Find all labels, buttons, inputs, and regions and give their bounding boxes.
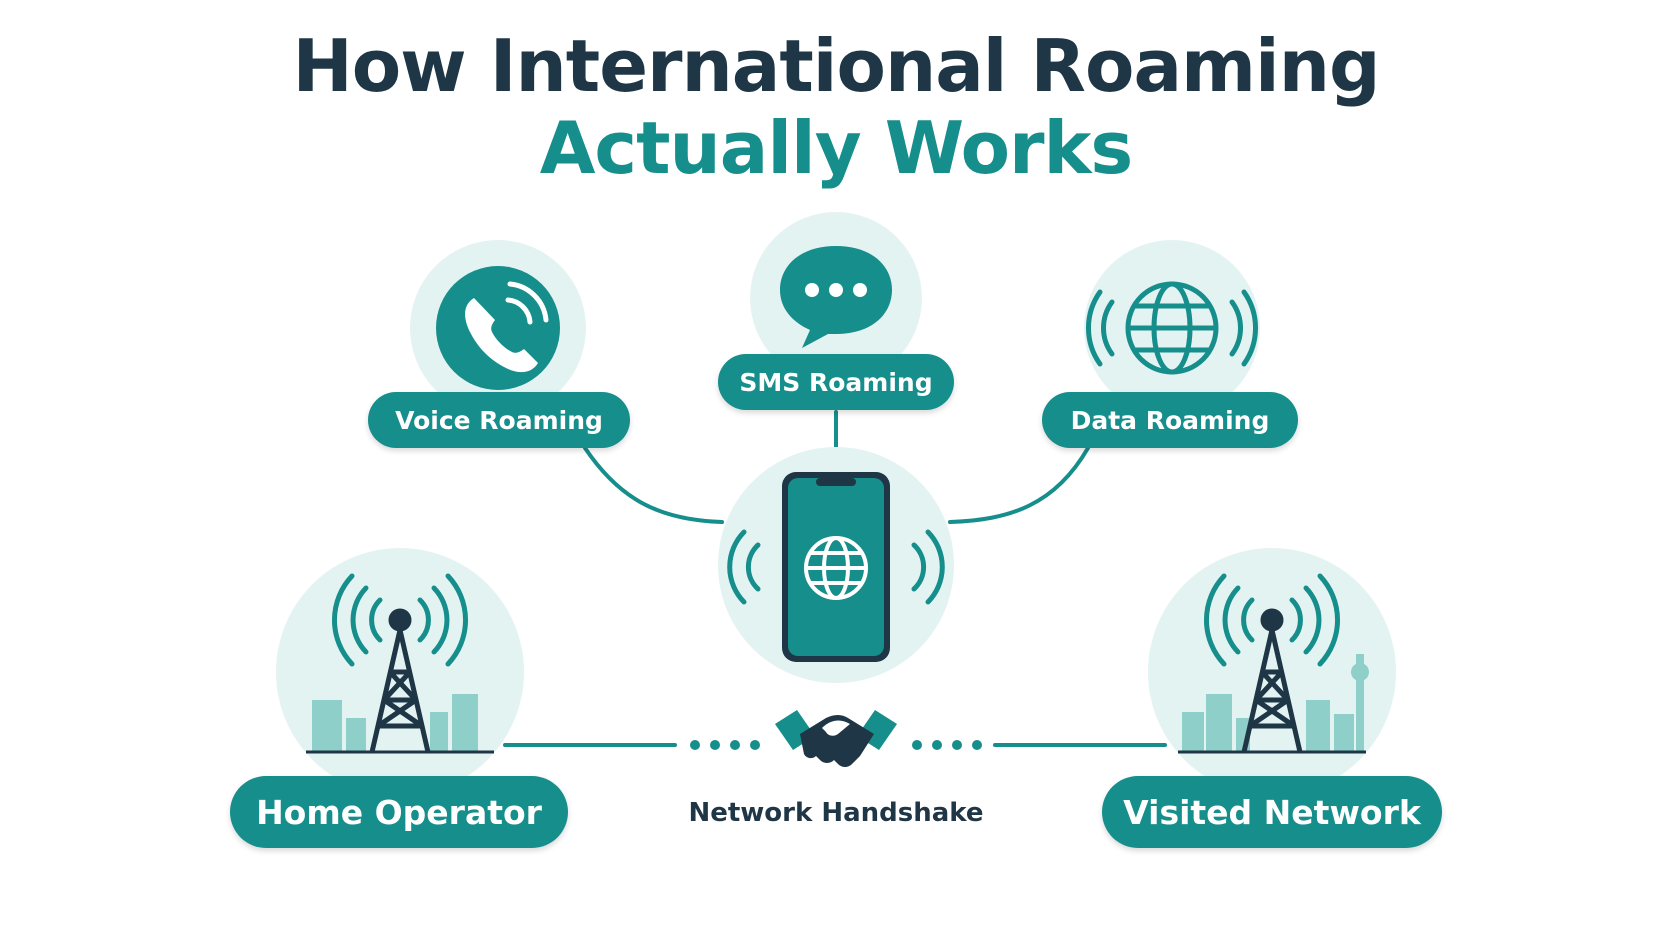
cell-tower-icon bbox=[369, 608, 431, 753]
visited-network-label: Visited Network bbox=[1102, 776, 1442, 848]
chat-bubble-icon bbox=[780, 246, 892, 348]
data-node bbox=[1084, 240, 1260, 416]
smartphone-globe-icon bbox=[727, 472, 945, 662]
sms-roaming-label: SMS Roaming bbox=[718, 354, 954, 410]
network-handshake-label: Network Handshake bbox=[688, 798, 984, 828]
data-connector bbox=[948, 446, 1090, 524]
globe-icon bbox=[1085, 281, 1259, 375]
phone-icon bbox=[436, 266, 560, 390]
connectors bbox=[503, 410, 1167, 747]
title-line-1: How International Roaming bbox=[292, 24, 1380, 108]
cell-tower-icon bbox=[1241, 608, 1303, 753]
home-node bbox=[276, 548, 524, 796]
title-line-2: Actually Works bbox=[539, 106, 1134, 190]
visited-node bbox=[1148, 548, 1396, 796]
data-roaming-label: Data Roaming bbox=[1042, 392, 1298, 448]
city-skyline-left bbox=[312, 694, 478, 752]
handshake-icon bbox=[775, 710, 897, 767]
voice-node bbox=[410, 240, 586, 416]
voice-connector bbox=[583, 446, 724, 524]
center-phone-node bbox=[718, 447, 954, 683]
voice-roaming-label: Voice Roaming bbox=[368, 392, 630, 448]
dotted-links bbox=[690, 740, 982, 750]
home-operator-label: Home Operator bbox=[230, 776, 568, 848]
sms-node bbox=[750, 212, 922, 384]
city-skyline-right bbox=[1182, 654, 1369, 752]
